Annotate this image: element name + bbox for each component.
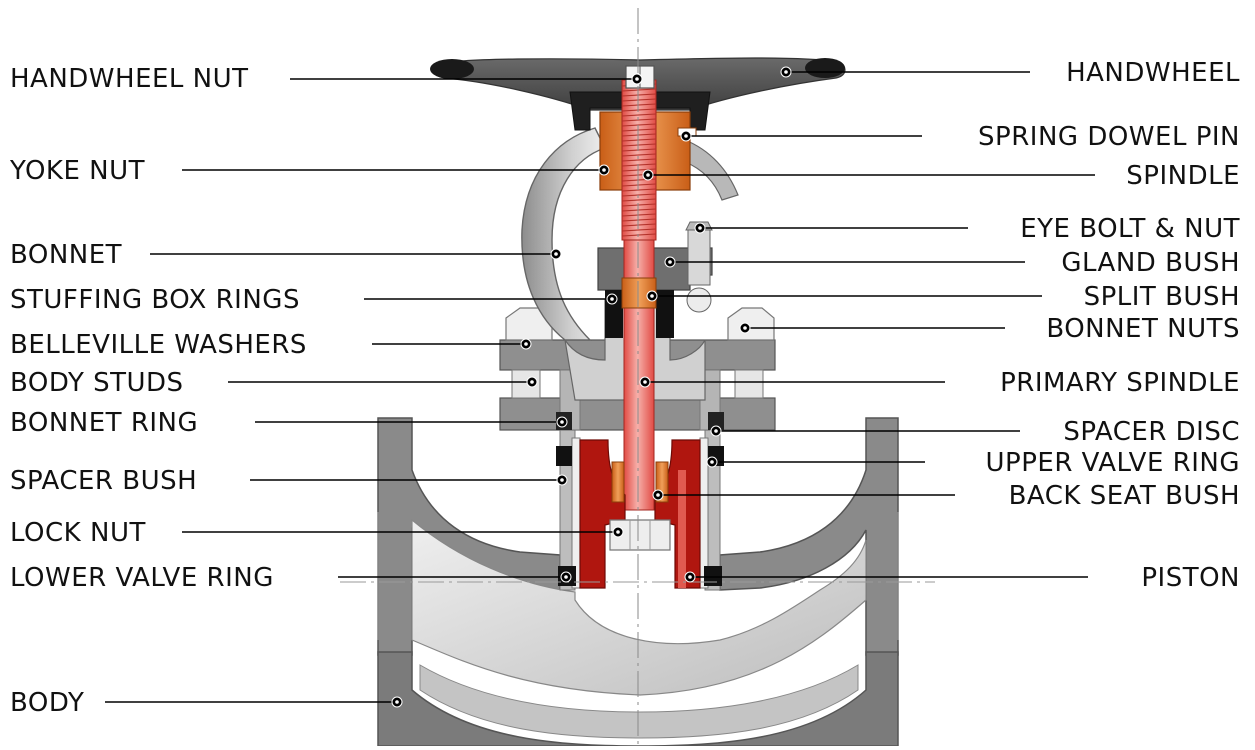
marker-center-belleville-washers [524, 342, 528, 346]
marker-center-back-seat-bush [656, 493, 660, 497]
spindle-thread [621, 108, 657, 112]
spindle-thread [621, 203, 657, 207]
spindle-thread [621, 88, 657, 92]
label-split-bush: SPLIT BUSH [1083, 282, 1240, 312]
spindle-thread [621, 138, 657, 142]
spindle-thread [621, 193, 657, 197]
label-lower-valve-ring: LOWER VALVE RING [10, 563, 274, 593]
spindle-thread [621, 113, 657, 117]
spindle-thread [621, 143, 657, 147]
label-piston: PISTON [1141, 563, 1240, 593]
spindle-thread [621, 123, 657, 127]
valve-body [377, 417, 899, 747]
marker-center-spring-dowel-pin [684, 134, 688, 138]
spindle-thread [621, 223, 657, 227]
spindle-thread [621, 228, 657, 232]
spindle-thread [621, 233, 657, 237]
marker-center-lock-nut [616, 530, 620, 534]
label-stuffing-box-rings: STUFFING BOX RINGS [10, 285, 300, 315]
label-spacer-disc: SPACER DISC [1063, 417, 1240, 447]
label-lock-nut: LOCK NUT [10, 518, 146, 548]
spindle-thread [621, 148, 657, 152]
label-yoke-nut: YOKE NUT [10, 156, 146, 186]
label-handwheel-nut: HANDWHEEL NUT [10, 64, 249, 94]
label-gland-bush: GLAND BUSH [1061, 248, 1240, 278]
label-primary-spindle: PRIMARY SPINDLE [1000, 368, 1240, 398]
spindle-thread [621, 158, 657, 162]
marker-center-lower-valve-ring [564, 575, 568, 579]
label-bonnet-ring: BONNET RING [10, 408, 199, 438]
marker-center-bonnet-nuts [743, 326, 747, 330]
spindle-thread [621, 168, 657, 172]
marker-center-spacer-disc [714, 429, 718, 433]
spindle-thread [621, 128, 657, 132]
label-handwheel: HANDWHEEL [1066, 58, 1240, 88]
marker-center-handwheel-nut [635, 77, 639, 81]
spindle-thread [621, 208, 657, 212]
spindle-thread [621, 153, 657, 157]
label-spacer-bush: SPACER BUSH [10, 466, 198, 496]
marker-center-body-studs [530, 380, 534, 384]
label-belleville-washers: BELLEVILLE WASHERS [10, 330, 307, 360]
spindle-thread [621, 183, 657, 187]
spindle-thread [621, 133, 657, 137]
label-eye-bolt-nut: EYE BOLT & NUT [1020, 214, 1240, 244]
marker-center-bonnet [554, 252, 558, 256]
marker-center-spacer-bush [560, 478, 564, 482]
label-body-studs: BODY STUDS [10, 368, 184, 398]
marker-center-yoke-nut [602, 168, 606, 172]
spindle-thread [621, 103, 657, 107]
spindle-thread [621, 118, 657, 122]
spindle-thread [621, 198, 657, 202]
marker-center-primary-spindle [643, 380, 647, 384]
marker-center-body [395, 700, 399, 704]
spindle-thread [621, 188, 657, 192]
marker-center-bonnet-ring [560, 420, 564, 424]
label-back-seat-bush: BACK SEAT BUSH [1008, 481, 1240, 511]
label-body: BODY [10, 688, 85, 718]
label-bonnet-nuts: BONNET NUTS [1046, 314, 1240, 344]
label-spring-dowel-pin: SPRING DOWEL PIN [978, 122, 1240, 152]
marker-center-handwheel [784, 70, 788, 74]
spindle-thread [621, 163, 657, 167]
marker-center-gland-bush [668, 260, 672, 264]
marker-center-eye-bolt-nut [698, 226, 702, 230]
marker-center-piston [688, 575, 692, 579]
marker-center-split-bush [650, 294, 654, 298]
marker-center-upper-valve-ring [710, 460, 714, 464]
marker-center-stuffing-box-rings [610, 297, 614, 301]
marker-center-spindle [646, 173, 650, 177]
spindle-thread [621, 213, 657, 217]
spindle-thread [621, 98, 657, 102]
spindle-thread [621, 93, 657, 97]
label-bonnet: BONNET [10, 240, 123, 270]
piston-assembly [556, 412, 724, 589]
label-upper-valve-ring: UPPER VALVE RING [985, 448, 1240, 478]
spindle-thread [621, 218, 657, 222]
label-spindle: SPINDLE [1126, 161, 1240, 191]
